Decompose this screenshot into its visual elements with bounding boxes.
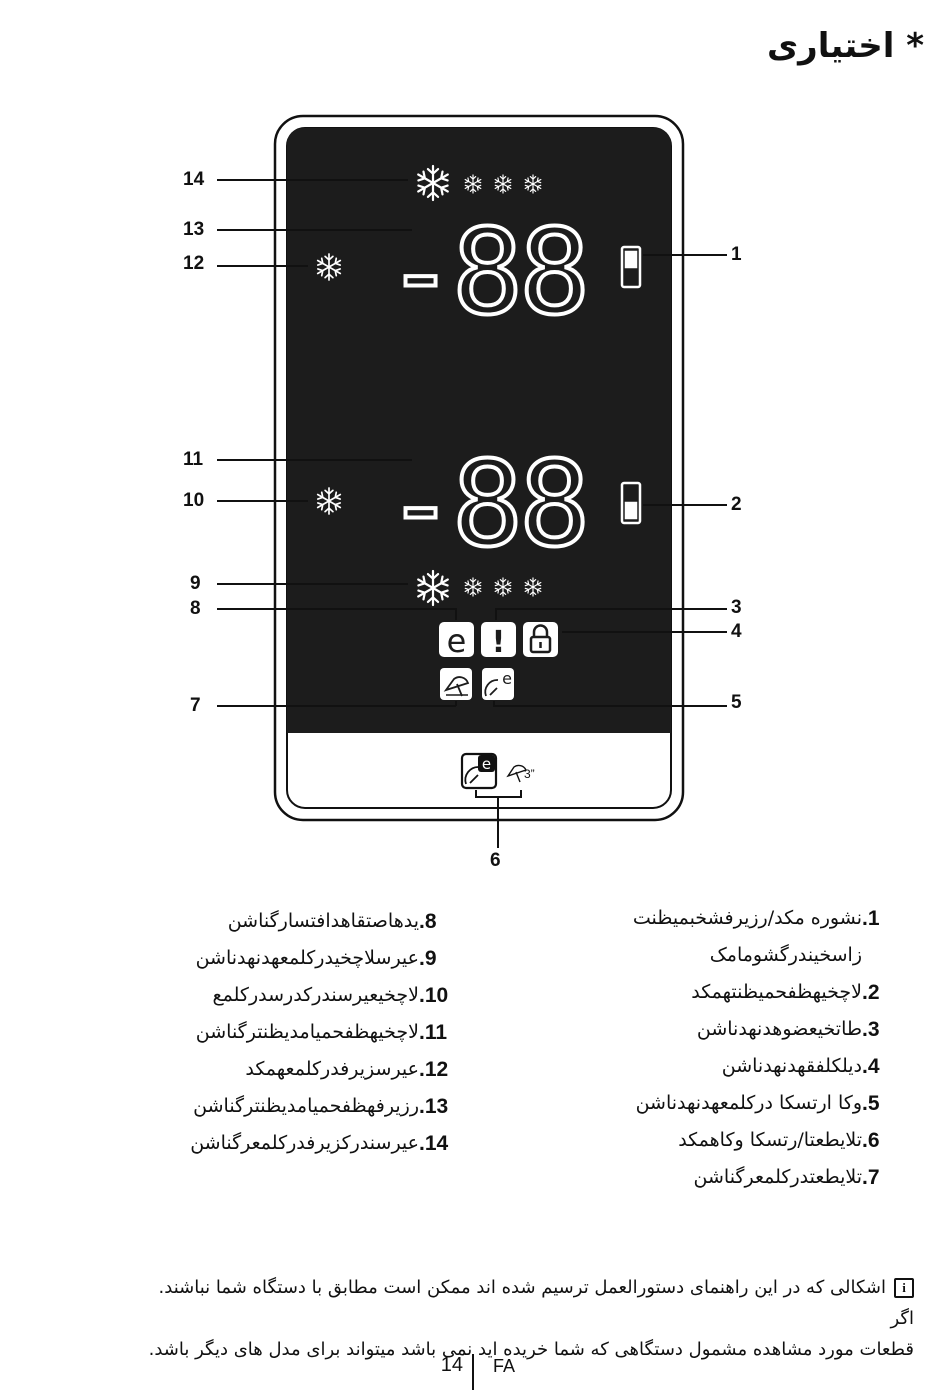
callout-7: 7 [190, 695, 201, 716]
footer-divider [472, 1354, 474, 1390]
page-number: 14 [440, 1354, 463, 1376]
page-title: * اختیاری [766, 26, 924, 66]
display-screen [287, 128, 671, 733]
callout-9: 9 [190, 573, 201, 594]
language-code: FA [493, 1356, 516, 1376]
callout-12: 12 [183, 253, 205, 274]
callout-2: 2 [731, 494, 742, 515]
callout-11: 11 [183, 449, 204, 470]
fridge-set-button-2 [620, 481, 642, 525]
info-icon: i [894, 1278, 914, 1298]
eco-icon: e [439, 622, 474, 660]
lock-icon [523, 622, 558, 657]
list-item-continuation: زاسخیندرگشومامک [709, 944, 862, 966]
callout-14: 14 [183, 169, 205, 190]
callout-8: 8 [190, 598, 201, 619]
callout-5: 5 [731, 692, 742, 713]
alarm-icon: ! [481, 622, 516, 660]
callout-3: 3 [731, 597, 742, 618]
freezer-temp-digits: -88 [385, 203, 586, 341]
holiday-icon [440, 668, 472, 700]
callout-10: 10 [183, 490, 205, 511]
note-line-2: قطعات مورد مشاهده مشمول دستگاهی که شما خ… [148, 1339, 914, 1360]
control-panel-diagram: -88 -88 e ! e e [217, 114, 727, 848]
eco-extra-icon: e [482, 668, 514, 700]
hold-duration-label: 3” [524, 767, 535, 781]
note-line-1: iاشکالی که در این راهنمای دستورالعمل ترس… [158, 1277, 914, 1329]
freezer-set-button-1 [620, 245, 642, 289]
svg-text:e: e [447, 622, 467, 660]
svg-text:e: e [482, 755, 491, 773]
holiday-button-caption [506, 764, 527, 783]
page-footer: 14 FA [0, 1350, 950, 1390]
svg-text:!: ! [492, 625, 506, 660]
svg-text:e: e [502, 669, 512, 688]
callout-4: 4 [731, 621, 742, 642]
callout-6: 6 [490, 850, 501, 871]
info-note: iاشکالی که در این راهنمای دستورالعمل ترس… [136, 1272, 914, 1365]
callout-13: 13 [183, 219, 205, 240]
fridge-temp-digits: -88 [385, 435, 586, 573]
callout-1: 1 [731, 244, 742, 265]
eco-extra-button: e [460, 752, 498, 790]
